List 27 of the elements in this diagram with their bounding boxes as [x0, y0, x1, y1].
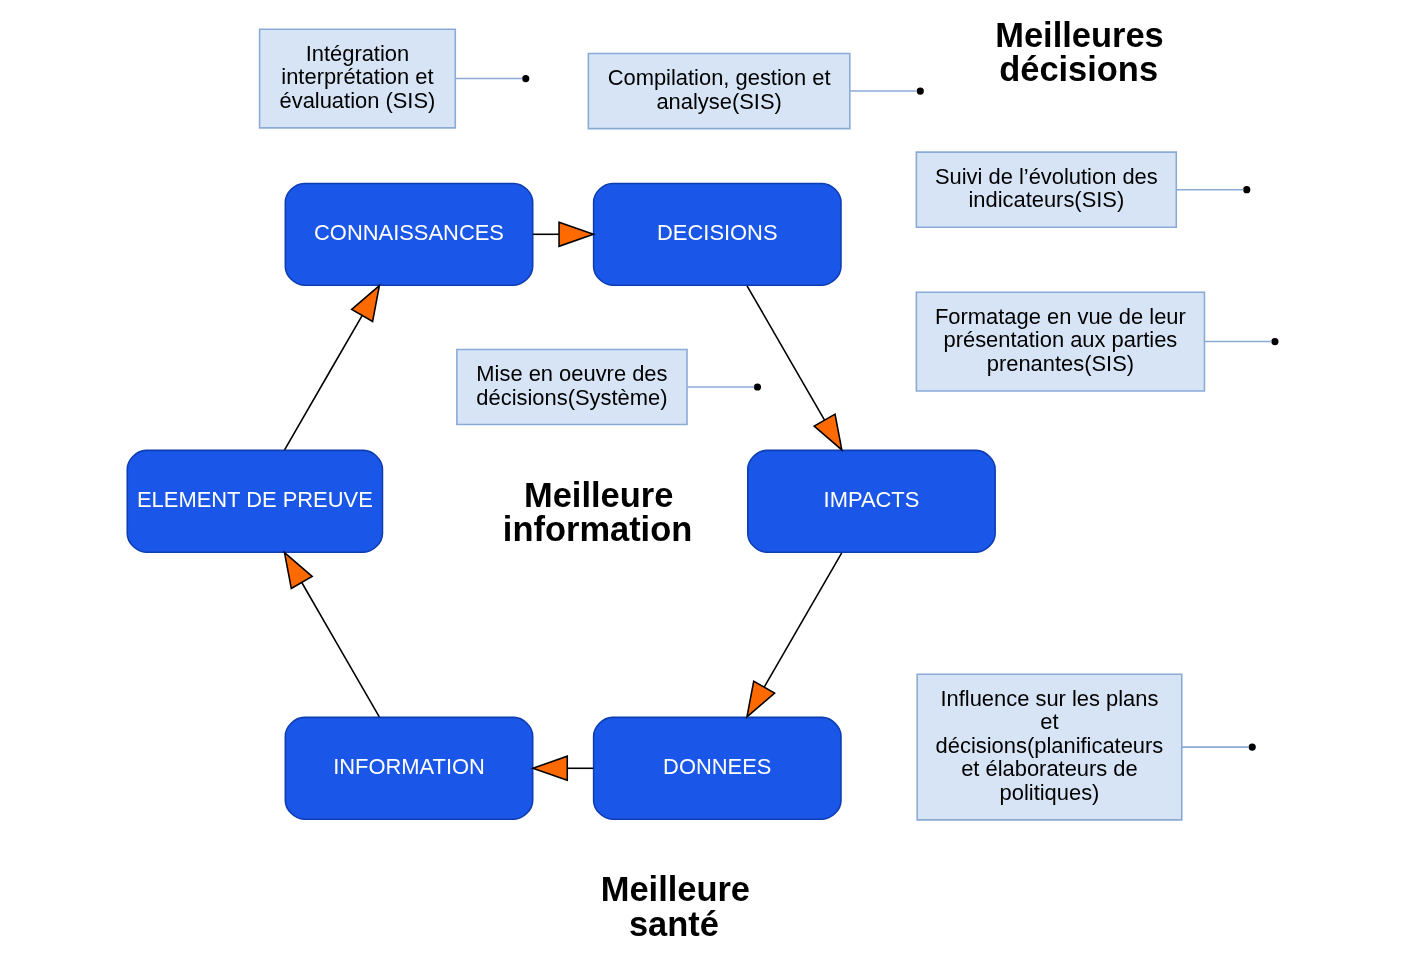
label: Meilleure information — [502, 475, 693, 549]
node-box: Compilation, gestion et analyse(SIS) — [587, 52, 851, 130]
arrow — [283, 283, 381, 451]
connector — [849, 90, 918, 92]
node-box: CONNAISSANCES — [284, 182, 534, 286]
node-box: DONNEES — [592, 716, 842, 820]
arrow — [532, 221, 596, 248]
connector — [1203, 340, 1273, 343]
arrow — [746, 285, 843, 453]
node-box: ELEMENT DE PREUVE — [126, 449, 384, 553]
label: Meilleure santé — [600, 870, 751, 943]
connector — [686, 386, 755, 388]
connector — [454, 77, 524, 80]
arrow — [530, 755, 595, 782]
label: Meilleures décisions — [995, 15, 1164, 89]
arrow — [283, 550, 381, 718]
node-box: Mise en oeuvre des décisions(Système) — [456, 348, 688, 426]
connector — [1175, 188, 1245, 191]
node-box: Intégration interprétation et évaluation (SIS) — [258, 28, 457, 129]
node-box: Influence sur les plans et décisions(planificateurs et élaborateurs de politiques) — [916, 673, 1183, 821]
node-box: Formatage en vue de leur présentation aux parties prenantes(SIS) — [915, 291, 1206, 392]
node-box: IMPACTS — [746, 449, 996, 553]
arrow — [745, 552, 843, 719]
node-box: DECISIONS — [592, 182, 842, 286]
node-box: Suivi de l’évolution des indicateurs(SIS) — [915, 151, 1178, 229]
connector — [1181, 746, 1250, 748]
node-box: INFORMATION — [284, 716, 534, 820]
